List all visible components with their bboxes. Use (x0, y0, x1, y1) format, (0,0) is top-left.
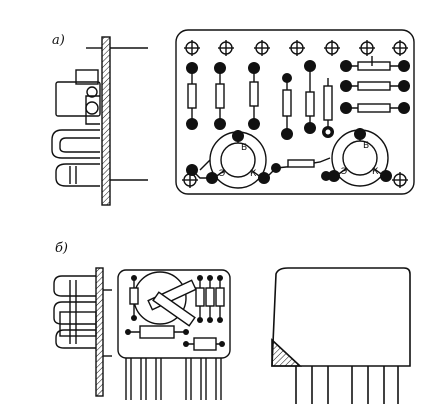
side-view-a (51, 36, 148, 206)
front-view-b (117, 269, 231, 400)
side-view-b (53, 267, 112, 397)
pin-label-k-left: К (250, 169, 257, 179)
panel-a-label: a) (52, 33, 65, 48)
pin-label-b-right: Б (363, 141, 369, 151)
panel-b-label: б) (55, 241, 68, 256)
pin-label-e-right: Э (341, 167, 347, 177)
pin-label-b-left: Б (241, 143, 247, 153)
pin-label-e-left: Э (219, 169, 225, 179)
potted-module (271, 267, 411, 404)
pin-label-k-right: К (372, 167, 379, 177)
front-view-a (175, 29, 415, 195)
